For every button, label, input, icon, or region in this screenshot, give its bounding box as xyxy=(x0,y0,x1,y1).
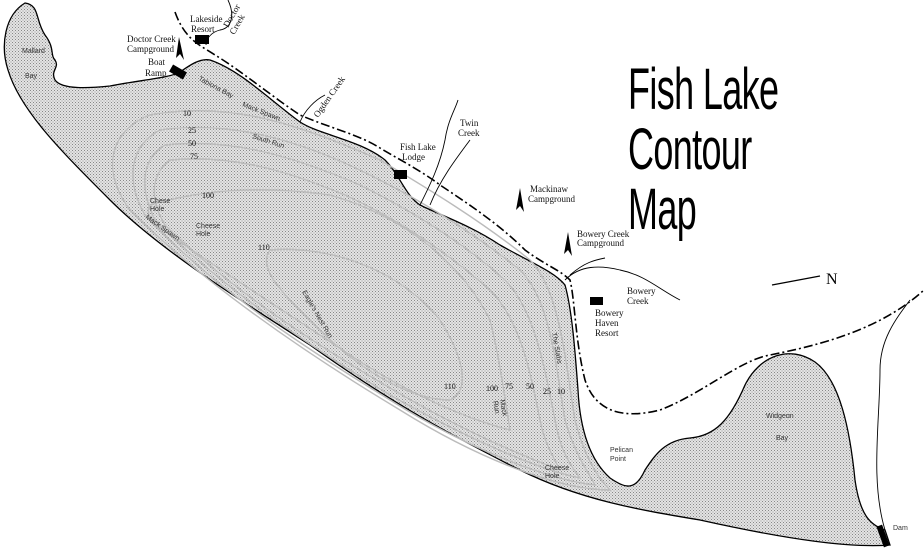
map-title-line-2: Contour Map xyxy=(628,117,752,242)
label-cheese-hole-2: Hole xyxy=(196,231,211,238)
depth-label: 10 xyxy=(183,109,191,118)
label-mackinaw-campground: Mackinaw xyxy=(530,184,568,194)
label-lakeside-resort-2: Resort xyxy=(191,24,215,34)
label-ogden-creek: Ogden Creek xyxy=(311,74,347,119)
north-label: N xyxy=(826,271,838,288)
label-boat-ramp: Boat xyxy=(148,57,165,67)
label-pelican-point-2: Point xyxy=(610,456,626,463)
bowery-creek-campground-icon[interactable] xyxy=(564,232,572,256)
label-mack-run: Mack xyxy=(498,399,508,417)
lakeside-resort-marker[interactable] xyxy=(195,35,209,44)
label-fish-lake-lodge-2: Lodge xyxy=(402,152,425,162)
depth-label: 25 xyxy=(543,387,551,396)
label-widgeon-bay: Widgeon xyxy=(766,413,794,420)
label-cheese-hole-south: Cheese xyxy=(545,465,569,472)
map-title-line-1: Fish Lake xyxy=(628,57,779,122)
label-pelican-point: Pelican xyxy=(610,447,633,454)
label-bowery-creek-campground-2: Campground xyxy=(577,238,624,248)
depth-label: 110 xyxy=(258,243,270,252)
depth-label: 50 xyxy=(526,382,534,391)
north-arrow xyxy=(771,275,821,286)
label-boat-ramp-2: Ramp xyxy=(145,68,167,78)
label-bowery-creek: Bowery xyxy=(627,286,656,296)
bowery-haven-resort-marker[interactable] xyxy=(590,297,603,305)
doctor-creek-campground-icon[interactable] xyxy=(176,37,184,60)
mackinaw-campground-icon[interactable] xyxy=(516,188,524,212)
label-bowery-haven-resort-2: Haven xyxy=(595,318,619,328)
label-dam: Dam xyxy=(893,525,908,532)
fish-lake-lodge-marker[interactable] xyxy=(394,170,407,179)
depth-contours xyxy=(111,109,612,491)
label-widgeon-bay-2: Bay xyxy=(776,435,789,442)
label-chese-hole-2: Hole xyxy=(150,206,165,213)
label-lakeside-resort: Lakeside xyxy=(190,14,222,24)
label-twin-creek: Twin xyxy=(460,118,479,128)
label-mallard: Mallard xyxy=(22,48,45,55)
map-title: Fish Lake Contour Map xyxy=(628,60,812,240)
label-bay: Bay xyxy=(25,73,38,80)
depth-label: 100 xyxy=(486,384,498,393)
depth-label: 50 xyxy=(188,139,196,148)
label-cheese-hole: Cheese xyxy=(196,223,220,230)
depth-label: 25 xyxy=(188,126,196,135)
label-bowery-creek-campground: Bowery Creek xyxy=(577,229,630,239)
label-bowery-creek-2: Creek xyxy=(627,296,649,306)
creeks xyxy=(205,0,911,531)
label-doctor-creek-campground: Doctor Creek xyxy=(127,34,176,44)
label-twin-creek-2: Creek xyxy=(458,128,480,138)
label-cheese-hole-south-2: Hole xyxy=(545,473,560,480)
dam-marker[interactable] xyxy=(876,524,890,548)
label-chese-hole: Chese xyxy=(150,198,170,205)
depth-label: 75 xyxy=(505,382,513,391)
depth-label: 75 xyxy=(190,152,198,161)
depth-label: 110 xyxy=(444,382,456,391)
depth-label: 10 xyxy=(557,387,565,396)
label-mackinaw-campground-2: Campground xyxy=(528,194,575,204)
label-bowery-haven-resort-3: Resort xyxy=(595,328,619,338)
depth-label: 100 xyxy=(202,191,214,200)
boat-ramp-marker[interactable] xyxy=(169,64,187,80)
label-fish-lake-lodge: Fish Lake xyxy=(400,142,436,152)
label-mack-run-2: Run xyxy=(491,400,500,414)
road xyxy=(174,11,924,415)
label-bowery-haven-resort: Bowery xyxy=(595,308,624,318)
label-doctor-creek-campground-2: Campground xyxy=(127,44,174,54)
